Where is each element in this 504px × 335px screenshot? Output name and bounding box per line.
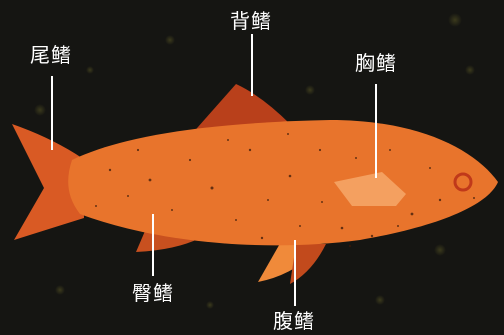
pelvic-fin-label: 腹鳍: [273, 309, 315, 333]
pectoral-fin: [334, 172, 406, 206]
tail-fin: [12, 124, 84, 240]
fish-body: [68, 120, 499, 246]
dorsal-fin-label: 背鳍: [230, 9, 272, 33]
anal-fin-label: 臀鳍: [132, 281, 174, 305]
eye: [453, 172, 473, 192]
leader-lines: [51, 34, 377, 306]
body-texture: [95, 133, 475, 248]
pelvic-fin-shadow: [290, 244, 326, 284]
pectoral-fin-label: 胸鳍: [355, 51, 397, 75]
tail-fin-label: 尾鳍: [30, 43, 72, 67]
